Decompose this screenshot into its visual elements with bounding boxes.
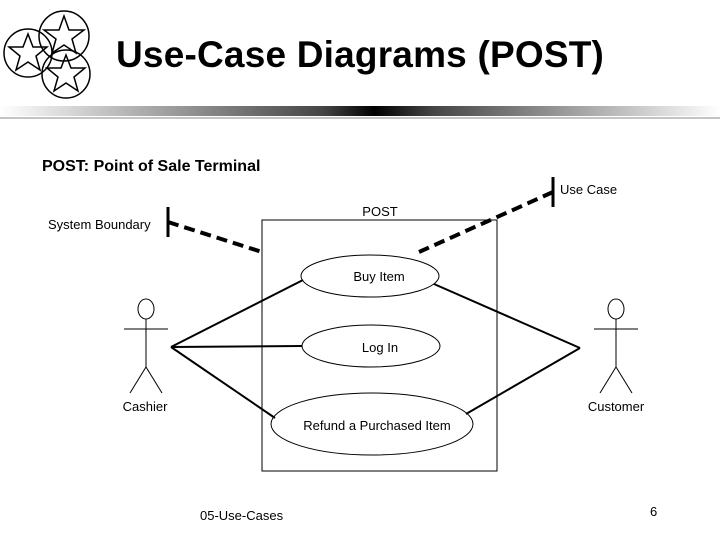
actor-customer-figure[interactable] bbox=[594, 298, 638, 394]
assoc-cashier-refund bbox=[170, 346, 276, 419]
actor-label-customer: Customer bbox=[587, 399, 645, 414]
footer-text: 05-Use-Cases bbox=[200, 508, 284, 523]
page-number: 6 bbox=[650, 504, 658, 519]
use-case-ellipse-refund[interactable] bbox=[270, 392, 474, 456]
use-case-label-buy-item: Buy Item bbox=[353, 269, 405, 284]
system-name-label: POST bbox=[362, 204, 398, 219]
page-subtitle: POST: Point of Sale Terminal bbox=[42, 158, 261, 175]
assoc-cashier-log-in bbox=[170, 345, 303, 348]
title-rule bbox=[0, 106, 720, 116]
assoc-customer-buy-item bbox=[433, 283, 581, 349]
use-case-ellipse-buy-item[interactable] bbox=[300, 254, 440, 298]
assoc-cashier-buy-item bbox=[170, 279, 304, 348]
actor-cashier-figure[interactable] bbox=[124, 298, 168, 394]
association-lines bbox=[170, 279, 581, 419]
callout-label-use-case: Use Case bbox=[560, 182, 618, 197]
callout-system-boundary bbox=[166, 207, 263, 254]
use-case-label-refund: Refund a Purchased Item bbox=[303, 418, 451, 433]
callout-label-system-boundary: System Boundary bbox=[48, 217, 151, 232]
assoc-customer-refund bbox=[465, 347, 581, 415]
use-case-label-log-in: Log In bbox=[361, 340, 399, 355]
callout-use-case bbox=[418, 177, 555, 254]
page-title: Use-Case Diagrams (POST) bbox=[116, 34, 605, 75]
actor-label-cashier: Cashier bbox=[122, 399, 168, 414]
stars-logo-icon bbox=[3, 10, 91, 99]
